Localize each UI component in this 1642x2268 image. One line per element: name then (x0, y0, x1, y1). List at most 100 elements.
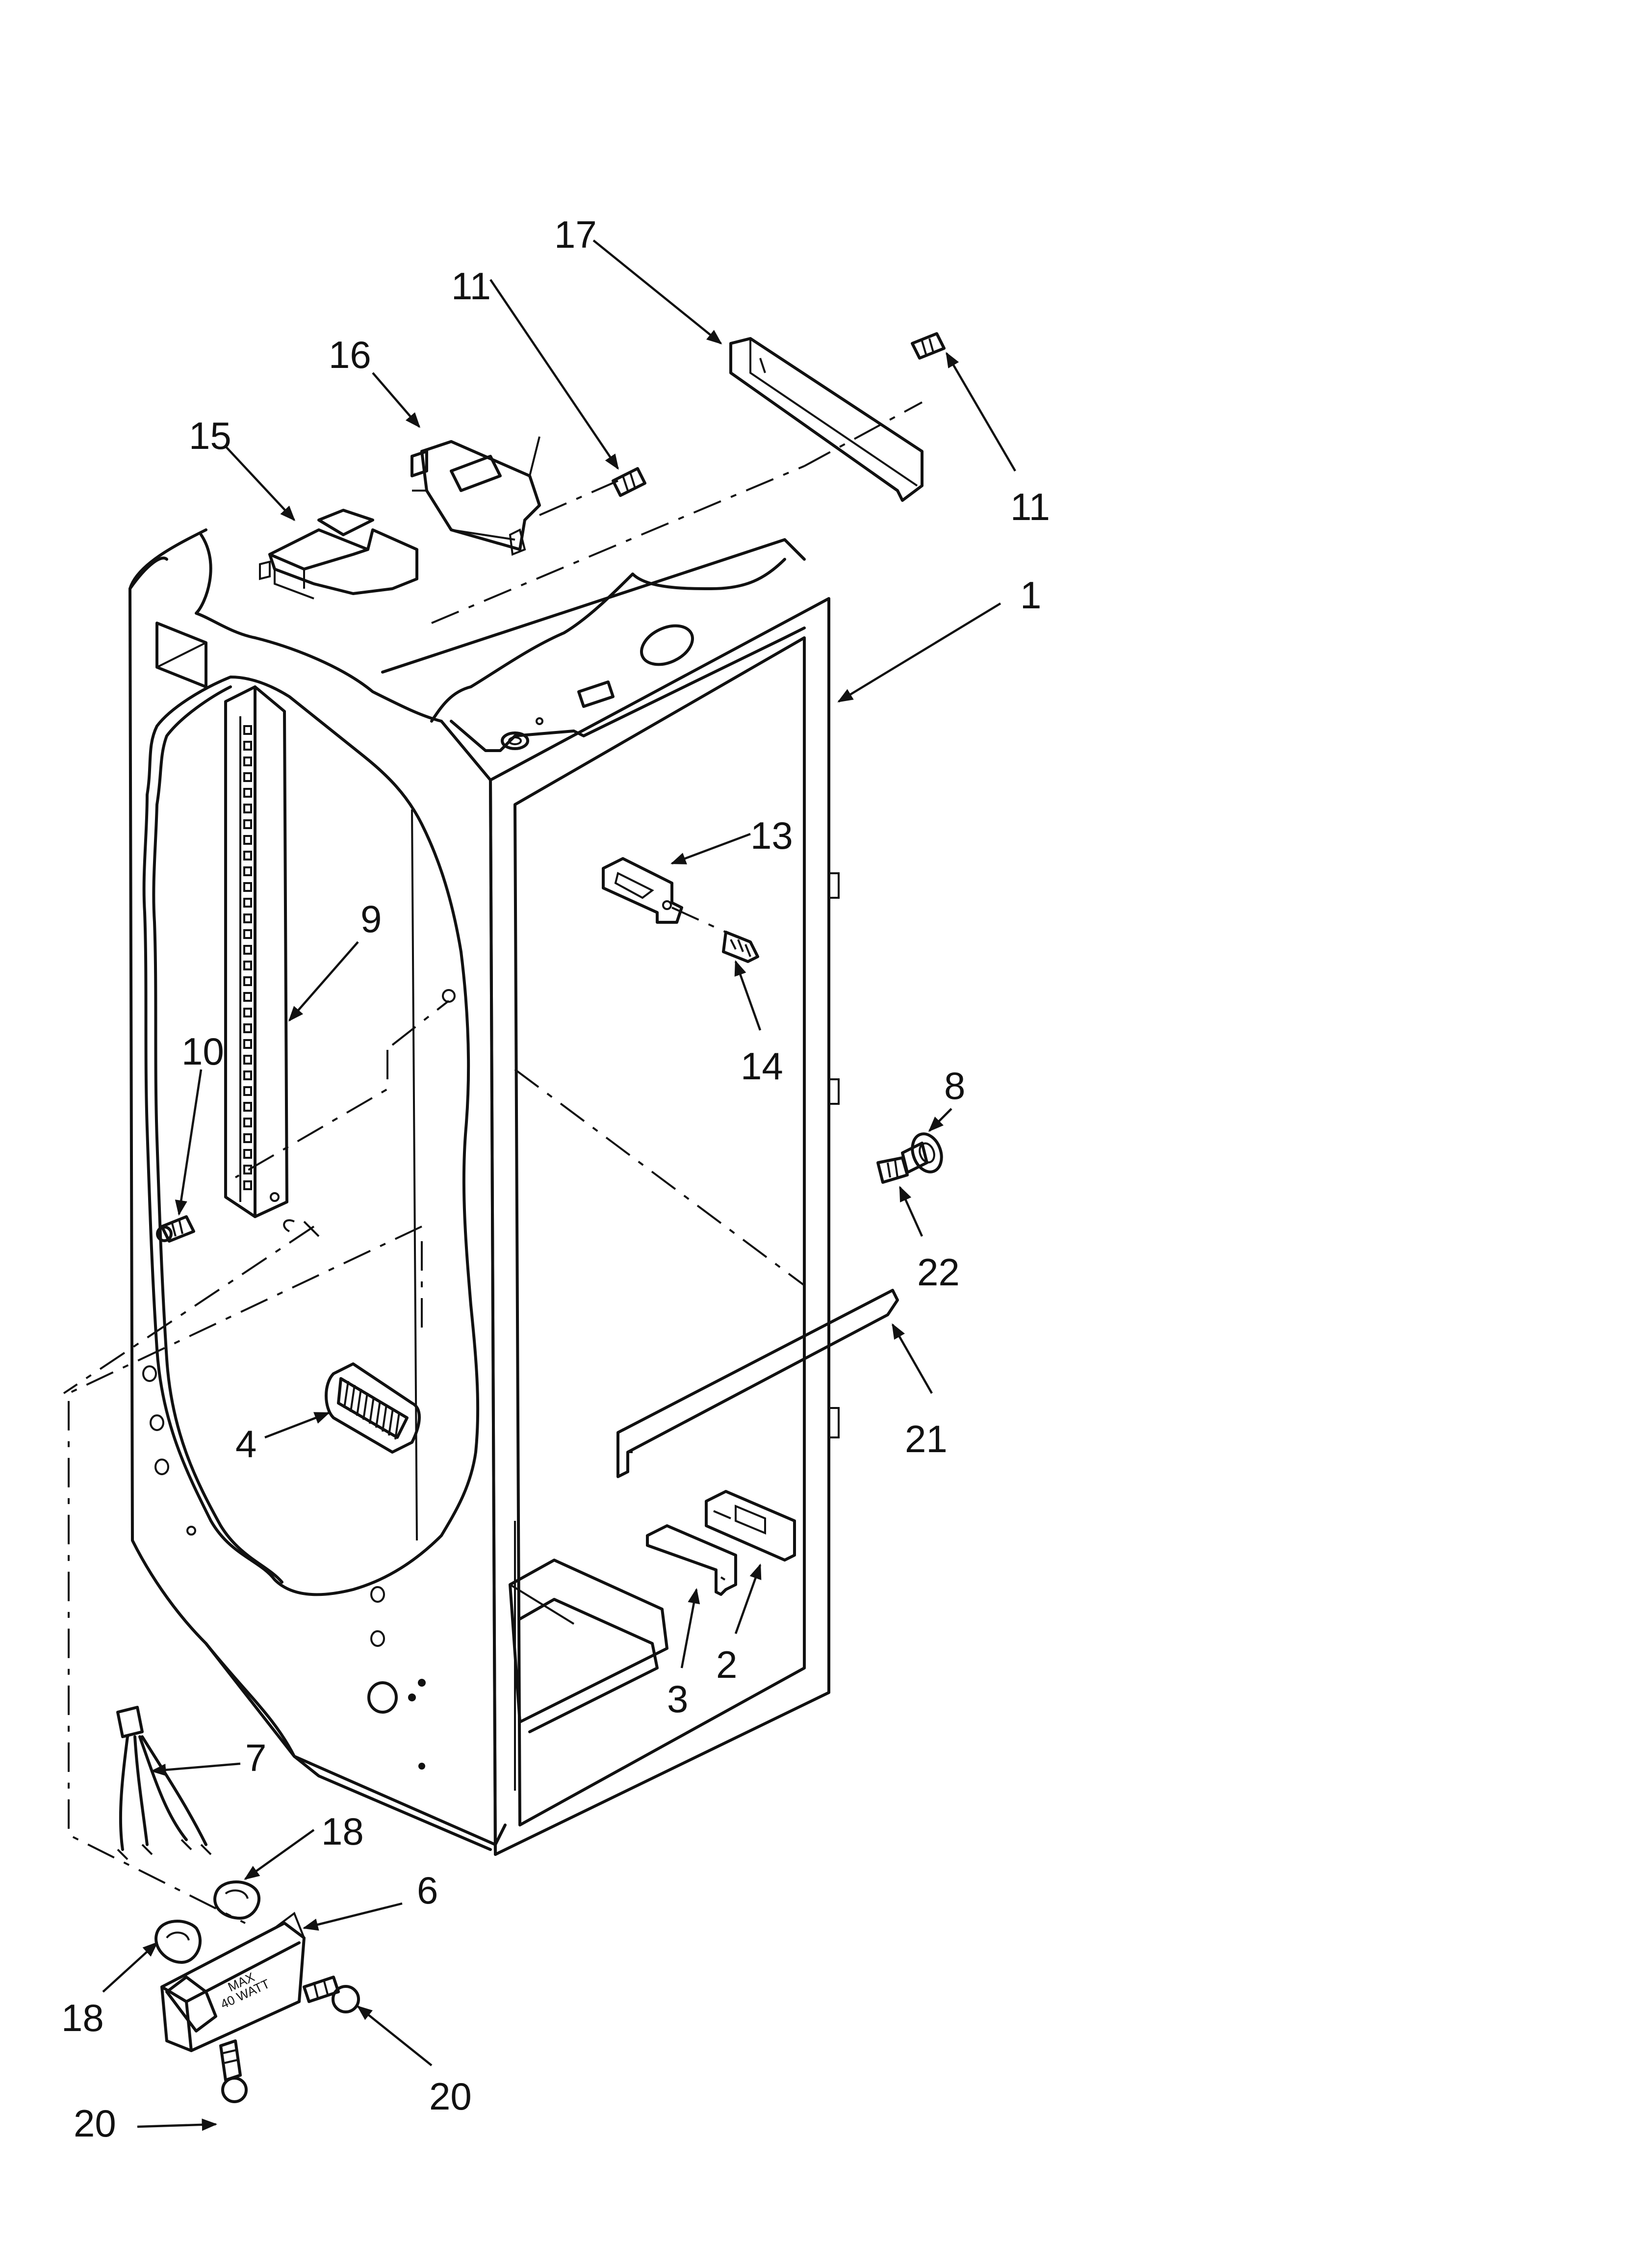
leader-14 (734, 960, 762, 1031)
leader-15 (225, 445, 296, 521)
leader-16 (372, 372, 421, 428)
rail-slot (243, 1055, 252, 1065)
cabinet-liner-part (63, 465, 840, 1924)
callout-3: 3 (667, 1677, 688, 1721)
rail-slot (243, 804, 252, 813)
bracket-parts (646, 1490, 796, 1596)
callout-1: 1 (1020, 574, 1041, 617)
screw-part-14 (722, 931, 759, 963)
leader-11b (946, 352, 1016, 472)
screw-part-11-right (911, 332, 946, 360)
vent-rib (394, 1412, 400, 1440)
vent-rib (382, 1404, 387, 1432)
vent-rib (343, 1381, 349, 1408)
rail-slot (243, 741, 252, 751)
callout-9: 9 (360, 897, 382, 940)
clip-part-18-lower (154, 1920, 202, 1964)
wire-harness-part (116, 1706, 212, 1860)
callout-10: 10 (181, 1030, 224, 1073)
leader-7 (150, 1762, 241, 1776)
callout-20-left: 20 (74, 2102, 116, 2145)
leader-13 (670, 833, 751, 865)
leader-11a (489, 279, 619, 470)
light-housing-part (259, 509, 418, 600)
leader-lines (102, 239, 1016, 2131)
vent-grille-part (325, 1362, 421, 1454)
rail-slot (243, 788, 252, 798)
callout-8: 8 (944, 1064, 965, 1107)
vent-rib (350, 1384, 356, 1412)
callout-22: 22 (917, 1251, 960, 1294)
light-bracket-part (410, 436, 618, 556)
rail-slot (243, 866, 252, 876)
rail-slot (243, 725, 252, 735)
leader-20a (137, 2118, 218, 2131)
mounting-bracket-part (602, 857, 726, 933)
rail-slot (243, 882, 252, 892)
leader-4 (264, 1411, 330, 1439)
rail-slot (243, 1102, 252, 1112)
rail-slot (243, 851, 252, 860)
leader-10 (175, 1069, 203, 1216)
leader-9 (288, 941, 359, 1022)
leader-17 (592, 239, 722, 344)
pin-part-20-left (219, 2039, 248, 2103)
callout-18-lower: 18 (61, 1996, 104, 2039)
leader-3 (680, 1588, 700, 1668)
rail-slot (243, 1086, 252, 1096)
leader-21 (892, 1323, 933, 1394)
rail-slot (243, 898, 252, 908)
pin-part-20-right (303, 1976, 360, 2013)
leader-6 (302, 1902, 403, 1931)
rail-slot (243, 1039, 252, 1049)
rail-slot (243, 1023, 252, 1033)
rail-slot (243, 819, 252, 829)
callout-11-right: 11 (1010, 485, 1050, 528)
leader-18b (102, 1941, 158, 1993)
vent-rib (388, 1408, 394, 1436)
callout-14: 14 (741, 1044, 783, 1088)
leader-22 (898, 1186, 924, 1237)
callout-16: 16 (329, 333, 371, 376)
screw-part-11-upper (612, 467, 646, 497)
rail-slot (243, 1070, 252, 1080)
clip-part-18-upper (213, 1880, 261, 1920)
rail-slot (243, 929, 252, 939)
vent-rib (369, 1396, 375, 1424)
shelf-rail-part (224, 685, 288, 1218)
callout-numbers: 1 2 3 4 6 7 8 9 10 11 11 13 14 15 16 17 … (61, 213, 1050, 2145)
rail-slot (243, 835, 252, 845)
rail-slot (243, 1180, 252, 1190)
rail-slot (243, 945, 252, 955)
screw-part-22 (876, 1156, 909, 1184)
leader-8 (928, 1108, 952, 1132)
rail-slot (243, 756, 252, 766)
rail-slot (243, 1118, 252, 1127)
callout-21: 21 (905, 1417, 948, 1460)
callout-11-upper: 11 (451, 264, 491, 308)
vent-rib (375, 1400, 381, 1428)
callout-18-upper: 18 (321, 1810, 364, 1853)
rail-slot (243, 1008, 252, 1017)
callout-6: 6 (417, 1869, 438, 1912)
vent-rib (356, 1388, 362, 1416)
rail-slot (243, 1165, 252, 1174)
leader-18a (244, 1829, 315, 1880)
callout-2: 2 (716, 1643, 737, 1686)
vent-rib (362, 1392, 368, 1420)
callout-7: 7 (245, 1736, 266, 1779)
rail-slot (243, 976, 252, 986)
rail-slot (243, 1149, 252, 1159)
rail-slot (243, 961, 252, 970)
screw-part-10 (156, 1215, 195, 1243)
light-socket-part: MAX 40 WATT (160, 1911, 306, 2052)
callout-17: 17 (554, 213, 597, 256)
top-rail-part (729, 337, 924, 502)
callout-15: 15 (189, 414, 231, 457)
leader-20b (357, 2006, 433, 2066)
rail-slot (243, 913, 252, 923)
callout-20-right: 20 (429, 2075, 472, 2118)
rail-slot (243, 1133, 252, 1143)
leader-1 (837, 602, 1001, 703)
